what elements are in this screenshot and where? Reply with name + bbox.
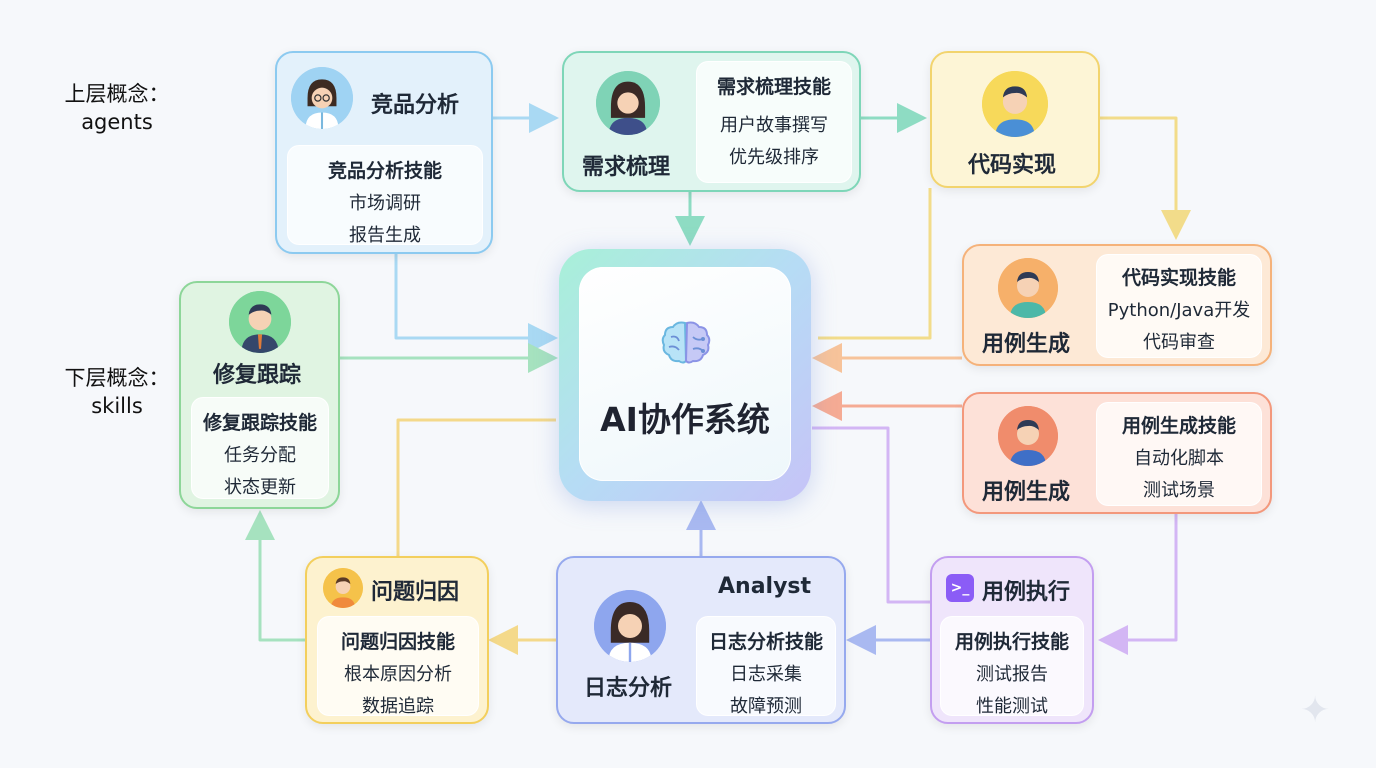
skill-item: 优先级排序	[729, 147, 819, 168]
skill-card: 用例生成技能 自动化脚本 测试场景	[1096, 402, 1262, 506]
skill-item: 数据追踪	[362, 696, 434, 717]
businessman-avatar-icon	[229, 291, 291, 353]
woman-avatar-icon	[596, 71, 660, 135]
skill-name: 用例执行技能	[954, 631, 1069, 653]
node-title: 需求梳理	[582, 155, 671, 180]
node-title: 修复跟踪	[213, 363, 302, 388]
node-title: 问题归因	[371, 580, 460, 605]
skill-item: 代码审查	[1143, 332, 1215, 353]
skill-card: 修复跟踪技能 任务分配 状态更新	[191, 397, 329, 499]
node-requirements[interactable]: 需求梳理 需求梳理技能 用户故事撰写 优先级排序	[562, 51, 861, 192]
skill-name: 竞品分析技能	[327, 160, 442, 182]
woman-avatar-icon	[594, 590, 666, 662]
node-title: 日志分析	[584, 676, 673, 701]
skill-item: 状态更新	[224, 477, 296, 498]
skill-item: 任务分配	[224, 445, 296, 466]
skill-name: 修复跟踪技能	[202, 412, 317, 434]
node-fix-tracking[interactable]: 修复跟踪 修复跟踪技能 任务分配 状态更新	[179, 281, 340, 509]
upper-concept-line1: 上层概念：	[64, 82, 170, 106]
hub-title: AI协作系统	[600, 400, 770, 439]
node-log-analysis[interactable]: Analyst 日志分析 日志分析技能 日志采集 故障预测	[556, 556, 846, 724]
skill-item: Python/Java开发	[1107, 300, 1251, 321]
skill-item: 市场调研	[349, 193, 421, 214]
terminal-icon: >_	[946, 574, 974, 602]
node-title: 代码实现	[968, 153, 1057, 178]
skill-card: 问题归因技能 根本原因分析 数据追踪	[317, 616, 479, 717]
node-title: 竞品分析	[371, 93, 460, 118]
lower-concept-line1: 下层概念：	[64, 366, 170, 390]
skill-card: 日志分析技能 日志采集 故障预测	[696, 616, 836, 717]
man-avatar-icon	[323, 568, 363, 608]
doctor-avatar-icon	[291, 67, 353, 129]
skill-item: 测试报告	[976, 664, 1048, 685]
skill-item: 用户故事撰写	[720, 115, 828, 136]
man-avatar-icon	[998, 258, 1058, 318]
skill-name: 用例生成技能	[1121, 415, 1236, 437]
skill-item: 日志采集	[730, 664, 802, 685]
node-code-implementation[interactable]: 代码实现	[930, 51, 1100, 188]
brain-icon	[659, 319, 713, 365]
skill-name: 需求梳理技能	[716, 76, 831, 98]
hub-ai-collaboration-system[interactable]: AI协作系统	[559, 249, 811, 501]
hub-panel: AI协作系统	[579, 267, 791, 481]
skill-item: 性能测试	[976, 696, 1048, 717]
man-avatar-icon	[998, 406, 1058, 466]
lower-concept-line2: skills	[91, 394, 143, 418]
skill-item: 故障预测	[730, 696, 802, 717]
skill-name: 问题归因技能	[340, 631, 455, 653]
node-title: 用例生成	[982, 332, 1071, 357]
skill-card: 竞品分析技能 市场调研 报告生成	[287, 145, 483, 246]
man-avatar-icon	[982, 71, 1048, 137]
skill-card: 用例执行技能 测试报告 性能测试	[940, 616, 1084, 717]
node-root-cause[interactable]: 问题归因 问题归因技能 根本原因分析 数据追踪	[305, 556, 489, 724]
upper-concept-line2: agents	[81, 110, 153, 134]
skill-card: 需求梳理技能 用户故事撰写 优先级排序	[696, 61, 852, 183]
node-testcase-execution[interactable]: >_ 用例执行 用例执行技能 测试报告 性能测试	[930, 556, 1094, 724]
upper-concept-label: 上层概念： agents	[62, 80, 172, 136]
lower-concept-label: 下层概念： skills	[62, 364, 172, 420]
skill-name: 代码实现技能	[1121, 267, 1236, 289]
node-competitor-analysis[interactable]: 竞品分析 竞品分析技能 市场调研 报告生成	[275, 51, 493, 254]
skill-name: 日志分析技能	[708, 631, 823, 653]
skill-item: 报告生成	[349, 225, 421, 246]
node-testcase-generation-a[interactable]: 用例生成 代码实现技能 Python/Java开发 代码审查	[962, 244, 1272, 366]
node-title: 用例执行	[982, 580, 1071, 605]
skill-item: 测试场景	[1143, 480, 1215, 501]
skill-item: 根本原因分析	[344, 664, 452, 685]
sparkle-icon: ✦	[1300, 690, 1331, 731]
node-title: 用例生成	[982, 480, 1071, 505]
node-testcase-generation-b[interactable]: 用例生成 用例生成技能 自动化脚本 测试场景	[962, 392, 1272, 514]
skill-card: 代码实现技能 Python/Java开发 代码审查	[1096, 254, 1262, 358]
skill-item: 自动化脚本	[1134, 448, 1224, 469]
node-header-label: Analyst	[718, 574, 812, 599]
